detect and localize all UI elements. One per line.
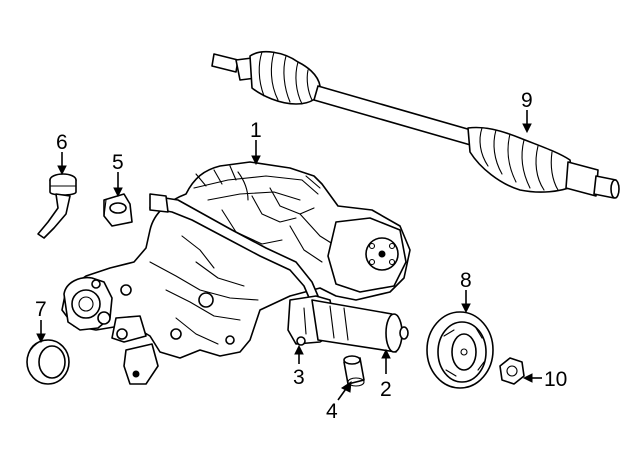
output-flange [426, 311, 494, 389]
seal [26, 339, 70, 385]
axle-shaft [211, 50, 620, 199]
callout-6: 6 [56, 131, 68, 154]
vent-hose [37, 173, 77, 239]
callout-1: 1 [250, 119, 262, 142]
bolt [296, 336, 306, 346]
retainer-clip [103, 193, 133, 227]
callout-8: 8 [460, 269, 472, 292]
callout-labels: 1 2 3 4 5 6 7 8 9 10 [35, 89, 567, 423]
differential-housing [61, 161, 411, 385]
leader-lines [36, 110, 542, 401]
callout-5: 5 [112, 151, 124, 174]
bushing [343, 355, 365, 387]
callout-7: 7 [35, 298, 47, 321]
callout-9: 9 [521, 89, 533, 112]
callout-10: 10 [544, 368, 567, 391]
callout-2: 2 [380, 378, 392, 401]
nut [499, 357, 525, 385]
callout-4: 4 [326, 400, 338, 423]
callout-3: 3 [293, 366, 305, 389]
actuator-motor [287, 295, 409, 353]
